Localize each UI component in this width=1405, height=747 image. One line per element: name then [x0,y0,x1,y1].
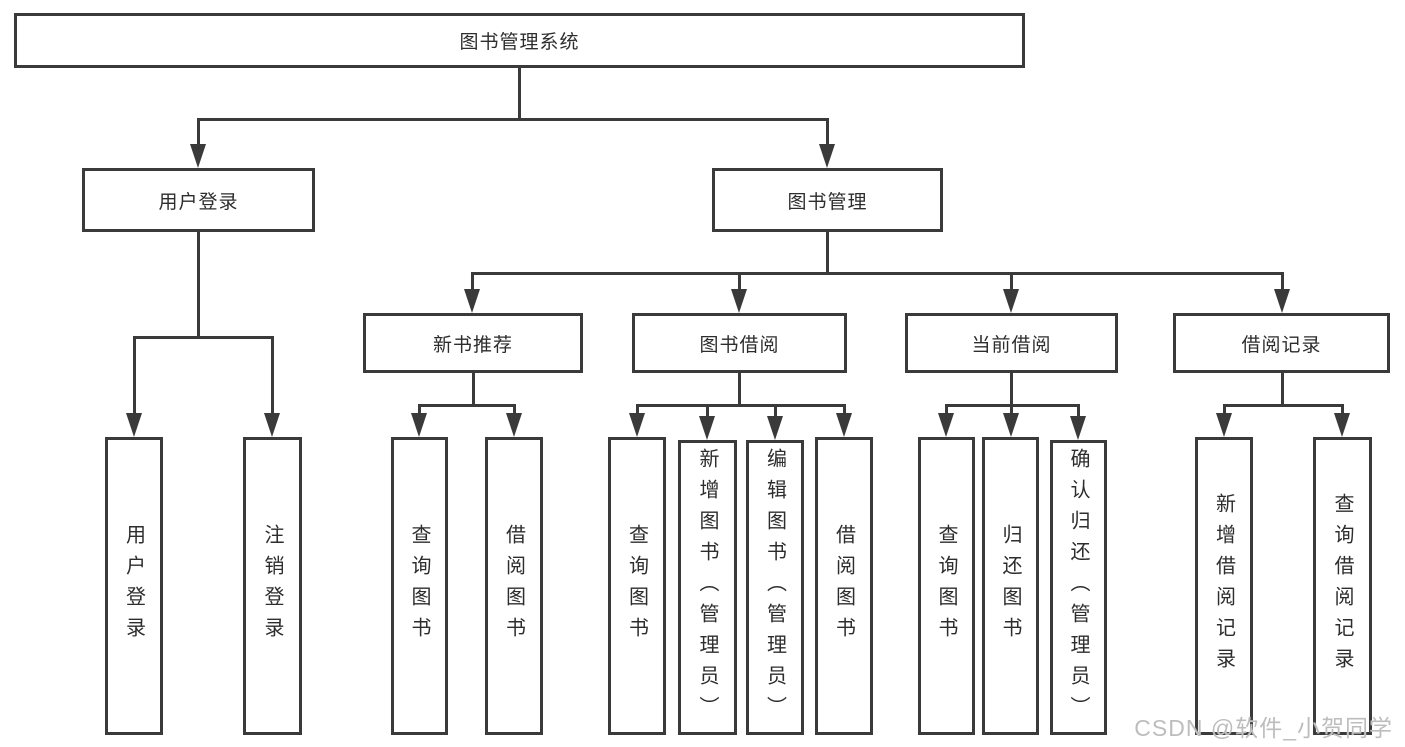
leaf-query-books-current: 查询图书 [918,437,975,735]
node-new-book-recommendation: 新书推荐 [363,313,583,373]
connector-line [1281,272,1284,292]
arrow-down-icon [836,413,852,437]
connector-line [774,404,777,416]
connector-line [197,118,200,148]
connector-line [636,404,639,416]
connector-line [1223,404,1343,407]
leaf-query-books-recommend: 查询图书 [391,437,448,735]
leaf-query-borrow-record: 查询借阅记录 [1313,437,1372,735]
connector-line [471,272,474,292]
leaf-borrow-books-borrow: 借阅图书 [815,437,873,735]
arrow-down-icon [1216,413,1232,437]
leaf-logout: 注销登录 [243,437,302,735]
connector-line [513,404,516,416]
connector-line [738,373,741,404]
arrow-down-icon [629,413,645,437]
node-user-login-branch: 用户登录 [82,168,315,232]
connector-line [472,373,475,404]
arrow-down-icon [506,413,522,437]
connector-line [1010,373,1013,404]
connector-line [1010,404,1013,416]
node-current-borrowing: 当前借阅 [905,313,1118,373]
node-book-management-branch: 图书管理 [712,168,943,232]
connector-line [133,336,136,413]
connector-line [738,272,741,292]
connector-line [636,404,846,407]
connector-line [843,404,846,416]
connector-line [945,404,948,416]
leaf-edit-books-admin: 编辑图书（管理员） [746,440,804,735]
arrow-down-icon [1274,289,1290,313]
connector-line [518,68,521,118]
connector-line [1077,404,1080,416]
arrow-down-icon [190,144,206,168]
connector-line [1010,272,1013,292]
connector-line [197,118,829,121]
node-book-borrowing: 图书借阅 [632,313,847,373]
leaf-confirm-return-admin: 确认归还（管理员） [1050,440,1107,735]
arrow-down-icon [1003,289,1019,313]
connector-line [826,118,829,148]
arrow-down-icon [731,289,747,313]
leaf-add-books-admin: 新增图书（管理员） [678,440,737,735]
leaf-return-books: 归还图书 [982,437,1039,735]
connector-line [197,232,200,336]
connector-line [1281,373,1284,404]
node-root-library-management-system: 图书管理系统 [14,13,1025,68]
connector-line [471,272,1284,275]
arrow-down-icon [126,413,142,437]
leaf-add-borrow-record: 新增借阅记录 [1195,437,1253,735]
connector-line [271,336,274,413]
arrow-down-icon [1003,413,1019,437]
connector-line [418,404,421,416]
leaf-query-books-borrow: 查询图书 [608,437,666,735]
connector-line [418,404,516,407]
connector-line [133,336,273,339]
arrow-down-icon [819,144,835,168]
connector-line [706,404,709,416]
arrow-down-icon [411,413,427,437]
connector-line [826,232,829,272]
connector-line [1223,404,1226,416]
arrow-down-icon [938,413,954,437]
csdn-watermark: CSDN @软件_小贺同学 [1134,715,1393,741]
arrow-down-icon [464,289,480,313]
arrow-down-icon [1070,416,1086,440]
leaf-borrow-books-recommend: 借阅图书 [485,437,543,735]
arrow-down-icon [1334,413,1350,437]
leaf-user-login: 用户登录 [105,437,163,735]
node-borrowing-records: 借阅记录 [1173,313,1390,373]
connector-line [1341,404,1344,416]
arrow-down-icon [699,416,715,440]
arrow-down-icon [767,416,783,440]
arrow-down-icon [264,413,280,437]
